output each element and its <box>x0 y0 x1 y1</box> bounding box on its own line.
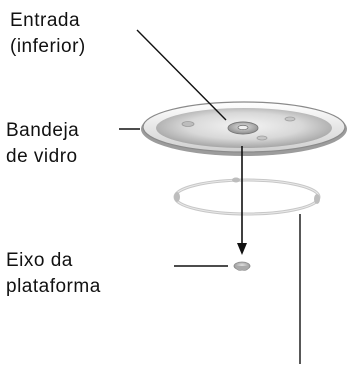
roller-wheel <box>174 192 180 202</box>
label-eixo-da-plataforma: Eixo da plataforma <box>6 248 101 300</box>
label-entrada-line-2: (inferior) <box>10 36 86 57</box>
shaft-base <box>233 265 251 271</box>
tray-bump <box>181 121 195 127</box>
roller-wheel <box>314 194 320 204</box>
leader-line-entrada <box>136 29 227 121</box>
tray-coupling-center <box>237 124 249 131</box>
tray-bump <box>256 135 268 141</box>
label-entrada-line-1: Entrada <box>10 10 81 31</box>
platform-shaft <box>233 261 251 271</box>
label-eixo-line-2: plataforma <box>6 276 101 297</box>
glass-tray <box>141 101 347 156</box>
label-bandeja-line-2: de vidro <box>6 146 78 167</box>
label-bandeja-de-vidro: Bandeja de vidro <box>6 118 79 170</box>
assembly-arrow-head <box>237 243 247 255</box>
roller-wheel <box>232 177 240 183</box>
label-bandeja-line-1: Bandeja <box>6 120 80 141</box>
label-eixo-line-1: Eixo da <box>6 250 73 271</box>
roller-ring-highlight <box>174 179 320 215</box>
roller-ring <box>173 177 321 216</box>
label-entrada: Entrada (inferior) <box>10 8 86 60</box>
tray-bump <box>284 116 296 122</box>
assembly-arrow <box>237 146 247 255</box>
